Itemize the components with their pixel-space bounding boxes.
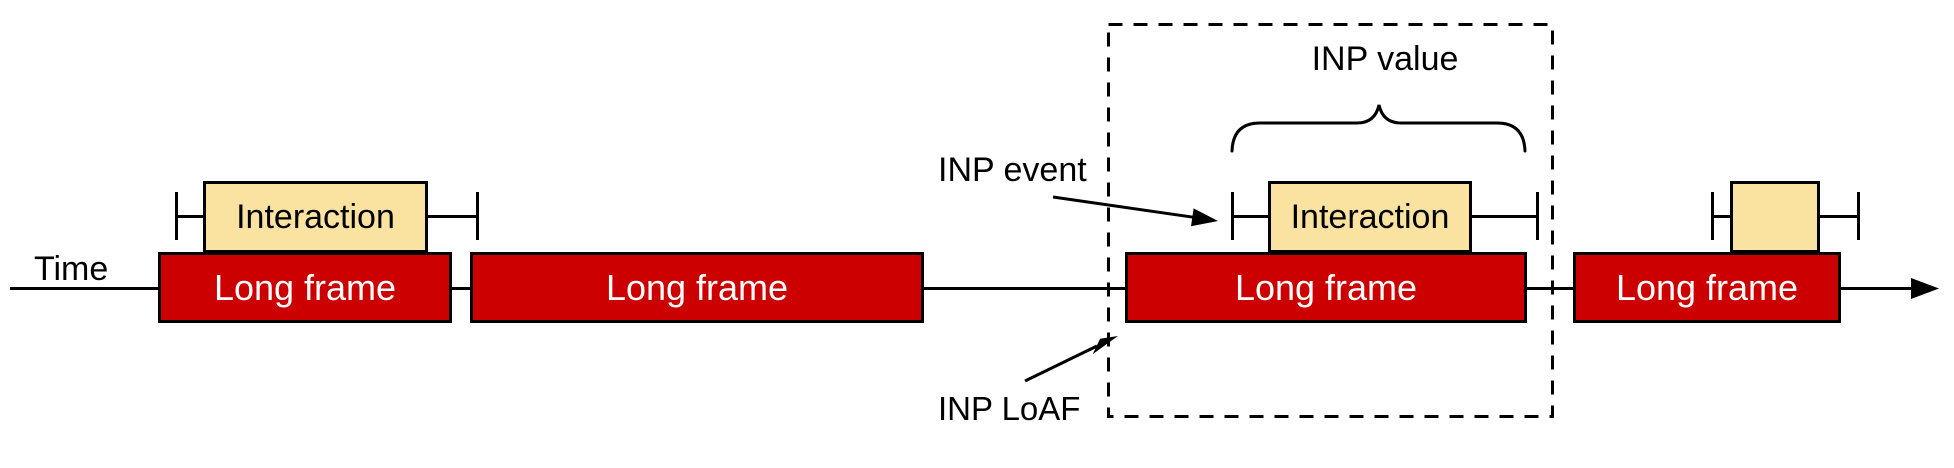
- whisker-tick: [1857, 192, 1860, 240]
- whisker-tick: [476, 192, 479, 240]
- interaction-3: [1730, 181, 1820, 253]
- interaction-1: Interaction: [203, 181, 428, 253]
- inp-value-label: INP value: [1311, 40, 1459, 78]
- long-frame-2: Long frame: [470, 252, 924, 323]
- interaction-2-label: Interaction: [1290, 198, 1450, 236]
- inp-value-brace-icon: [1230, 104, 1527, 153]
- inp-loaf-arrow-icon: [1024, 336, 1118, 383]
- whisker-line: [1712, 215, 1730, 218]
- long-frame-1: Long frame: [158, 252, 452, 323]
- inp-event-label: INP event: [938, 151, 1087, 189]
- whisker-line: [1233, 215, 1268, 218]
- inp-event-arrow-icon: [1052, 195, 1218, 227]
- long-frame-2-label: Long frame: [605, 266, 789, 308]
- time-axis-label: Time: [34, 250, 109, 288]
- long-frame-3-label: Long frame: [1234, 266, 1418, 308]
- long-frame-3: Long frame: [1125, 252, 1527, 323]
- timeline-arrowhead-icon: [1911, 278, 1939, 299]
- whisker-line: [1820, 215, 1858, 218]
- whisker-line: [1472, 215, 1537, 218]
- whisker-line: [176, 215, 203, 218]
- interaction-2: Interaction: [1268, 181, 1472, 253]
- long-frame-1-label: Long frame: [213, 266, 397, 308]
- long-frame-4-label: Long frame: [1615, 266, 1799, 308]
- whisker-tick: [1536, 192, 1539, 240]
- interaction-1-label: Interaction: [236, 198, 395, 236]
- long-frame-4: Long frame: [1573, 252, 1841, 323]
- whisker-line: [428, 215, 477, 218]
- inp-loaf-label: INP LoAF: [938, 390, 1081, 427]
